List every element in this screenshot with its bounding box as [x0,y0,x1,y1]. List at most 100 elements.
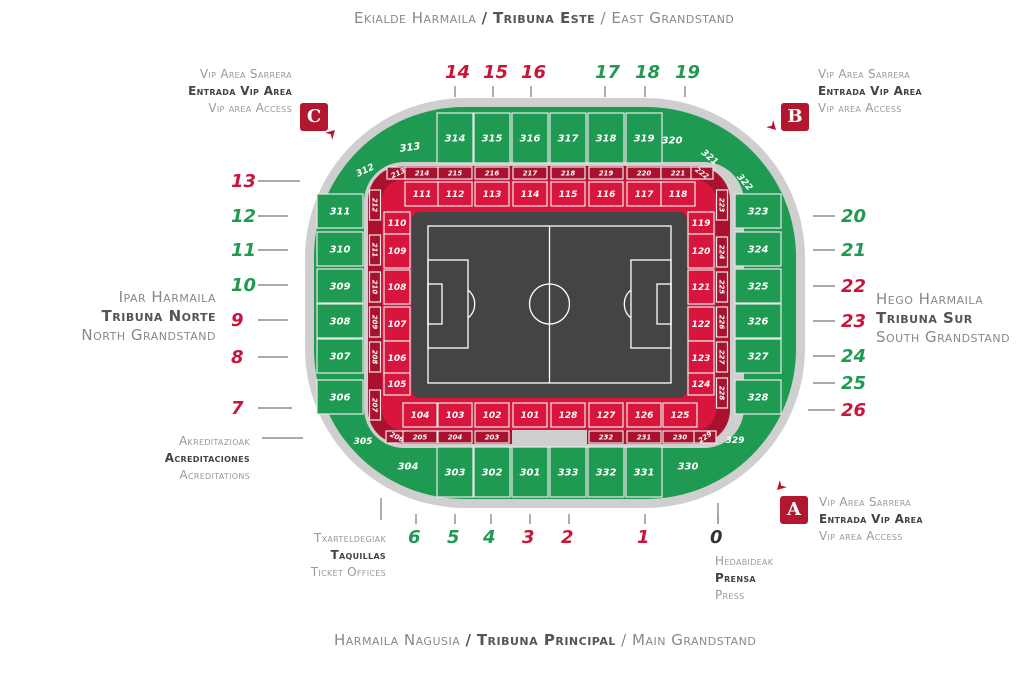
section-222[interactable]: 222 [690,166,714,181]
section-block[interactable] [402,430,438,444]
section-231[interactable]: 231 [626,430,662,444]
section-101[interactable]: 101 [512,402,548,428]
section-block[interactable] [625,112,663,164]
section-304[interactable]: 304 [398,462,419,473]
section-303[interactable]: 303 [436,446,474,498]
section-117[interactable]: 117 [626,181,662,207]
section-103[interactable]: 103 [437,402,473,428]
section-225[interactable]: 225 [715,271,729,303]
section-block[interactable] [734,231,782,267]
section-block[interactable] [734,268,782,304]
section-block[interactable] [368,234,382,266]
section-block[interactable] [687,372,715,396]
section-218[interactable]: 218 [550,166,586,180]
section-block[interactable] [368,306,382,338]
entrance-gate-26[interactable]: 26 [841,400,867,421]
section-block[interactable] [512,402,548,428]
section-block[interactable] [473,112,511,164]
section-block[interactable] [316,303,364,339]
section-220[interactable]: 220 [626,166,662,180]
section-block[interactable] [368,271,382,303]
section-208[interactable]: 208 [368,341,382,373]
section-block[interactable] [687,269,715,305]
entrance-gate-19[interactable]: 19 [675,62,701,83]
section-block[interactable] [437,430,473,444]
section-114[interactable]: 114 [512,181,548,207]
section-block[interactable] [316,268,364,304]
section-108[interactable]: 108 [383,269,411,305]
section-224[interactable]: 224 [715,236,729,268]
section-228[interactable]: 228 [715,377,729,409]
section-block[interactable] [474,430,510,444]
section-block[interactable] [316,379,364,415]
section-block[interactable] [662,402,698,428]
section-block[interactable] [368,389,382,421]
entrance-gate-25[interactable]: 25 [841,373,867,394]
entrance-gate-6[interactable]: 6 [408,527,421,548]
section-223[interactable]: 223 [715,189,729,221]
section-block[interactable] [588,430,624,444]
section-block[interactable] [715,306,729,338]
section-block[interactable] [512,181,548,207]
entrance-gate-2[interactable]: 2 [561,527,574,548]
section-104[interactable]: 104 [402,402,438,428]
section-block[interactable] [715,341,729,373]
section-221[interactable]: 221 [660,166,696,180]
section-block[interactable] [715,189,729,221]
section-123[interactable]: 123 [687,340,715,376]
section-215[interactable]: 215 [437,166,473,180]
section-232[interactable]: 232 [588,430,624,444]
section-105[interactable]: 105 [383,372,411,396]
section-block[interactable] [625,446,663,498]
section-119[interactable]: 119 [687,211,715,235]
entrance-gate-17[interactable]: 17 [595,62,621,83]
section-209[interactable]: 209 [368,306,382,338]
section-307[interactable]: 307 [316,338,364,374]
section-327[interactable]: 327 [734,338,782,374]
section-block[interactable] [473,446,511,498]
entrance-gate-14[interactable]: 14 [445,62,471,83]
section-block[interactable] [368,341,382,373]
section-211[interactable]: 211 [368,234,382,266]
entrance-gate-21[interactable]: 21 [841,240,867,261]
section-block[interactable] [512,166,548,180]
section-318[interactable]: 318 [587,112,625,164]
section-324[interactable]: 324 [734,231,782,267]
section-block[interactable] [383,372,411,396]
section-320[interactable]: 320 [662,136,683,147]
section-block[interactable] [588,402,624,428]
section-317[interactable]: 317 [549,112,587,164]
section-127[interactable]: 127 [588,402,624,428]
section-block[interactable] [550,402,586,428]
entrance-gate-7[interactable]: 7 [231,398,244,419]
section-214[interactable]: 214 [404,166,440,180]
entrance-gate-5[interactable]: 5 [447,527,460,548]
section-block[interactable] [383,340,411,376]
section-227[interactable]: 227 [715,341,729,373]
section-124[interactable]: 124 [687,372,715,396]
section-block[interactable] [316,338,364,374]
section-block[interactable] [626,430,662,444]
section-block[interactable] [549,446,587,498]
section-block[interactable] [687,306,715,342]
section-112[interactable]: 112 [437,181,473,207]
section-block[interactable] [734,379,782,415]
section-314[interactable]: 314 [436,112,474,164]
section-305[interactable]: 305 [354,437,373,447]
entrance-gate-8[interactable]: 8 [231,347,244,368]
section-118[interactable]: 118 [660,181,696,207]
section-308[interactable]: 308 [316,303,364,339]
section-309[interactable]: 309 [316,268,364,304]
section-block[interactable] [436,112,474,164]
section-block[interactable] [550,181,586,207]
section-325[interactable]: 325 [734,268,782,304]
section-102[interactable]: 102 [474,402,510,428]
section-328[interactable]: 328 [734,379,782,415]
entrance-gate-3[interactable]: 3 [522,527,535,548]
entrance-gate-1[interactable]: 1 [637,527,650,548]
section-316[interactable]: 316 [511,112,549,164]
section-106[interactable]: 106 [383,340,411,376]
entrance-gate-20[interactable]: 20 [841,206,867,227]
section-block[interactable] [734,193,782,229]
section-block[interactable] [511,112,549,164]
